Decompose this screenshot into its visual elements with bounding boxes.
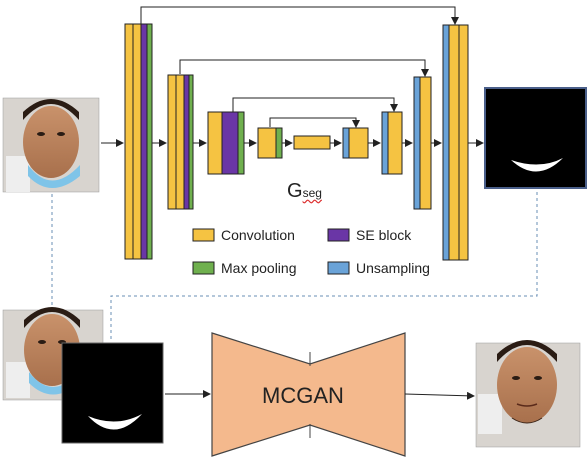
decoder-stage-4 [442,24,469,261]
input-masked-face-image [2,97,100,193]
encoder-stage-4 [257,127,283,159]
max-pooling-layer [146,23,153,260]
legend-swatch-pool [192,261,215,275]
conv-layer [207,111,223,175]
mcgan-input-mask [61,342,164,444]
legend-swatch-conv [192,228,215,242]
conv-layer [124,23,134,260]
conv-layer [387,111,403,175]
mcgan-label: MCGAN [262,383,344,408]
skip-connection-3 [232,97,398,112]
conv-layer [419,76,432,210]
unsampling-layer [342,127,350,159]
encoder-stage-2 [167,74,194,210]
skip-connection-4 [269,117,360,128]
output-restored-face [475,340,581,448]
conv-layer [458,24,469,261]
se-block-layer [183,74,190,210]
network-title: Gseg [287,180,322,203]
legend-swatch-se [327,228,350,242]
max-pooling-layer [237,111,245,175]
conv-layer [257,127,277,159]
encoder-stage-3 [207,111,245,175]
unsampling-layer [381,111,389,175]
unsampling-layer [442,24,450,261]
output-segmentation-mask [484,87,587,189]
conv-layer [132,23,142,260]
se-block-layer [221,111,239,175]
network-title-main: G [287,180,303,202]
max-pooling-layer [275,127,283,159]
conv-layer [175,74,185,210]
skip-connection-2 [179,59,429,77]
encoder-stage-1 [124,23,153,260]
network-title-subscript: seg [302,186,322,200]
legend-label-convolution: Convolution [221,227,295,243]
se-block-layer [140,23,148,260]
skip-connections [140,6,459,128]
conv-layer [448,24,460,261]
conv-layer [293,135,331,150]
max-pooling-layer [188,74,194,210]
legend-label-max-pooling: Max pooling [221,260,297,276]
decoder-stage-2 [381,111,403,175]
legend-label-unsampling: Unsampling [356,260,430,276]
legend-swatch-up [327,261,350,275]
bottleneck [293,135,331,150]
conv-layer [348,127,369,159]
decoder-stage-3 [413,76,432,210]
legend-swatches [192,228,350,275]
unsampling-layer [413,76,421,210]
legend-label-se-block: SE block [356,227,412,243]
skip-connection-1 [140,6,459,25]
decoder-stage-1 [342,127,369,159]
conv-layer [167,74,177,210]
dashed-connectors [51,192,538,342]
